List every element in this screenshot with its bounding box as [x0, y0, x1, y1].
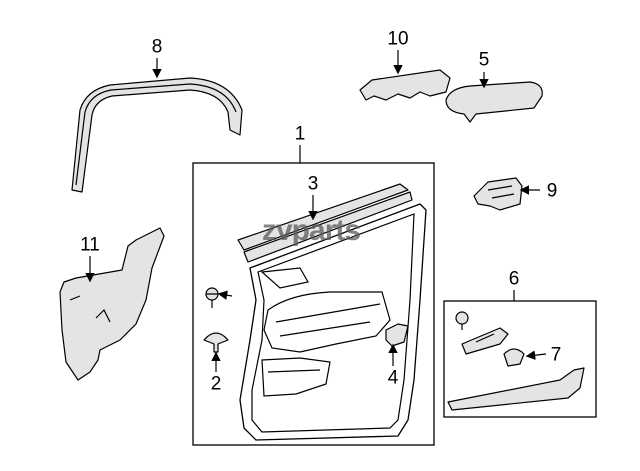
- part-8-weatherstrip: [71, 77, 243, 193]
- assembly-box-1: [192, 162, 435, 446]
- part-6-switch-panel: [447, 311, 585, 411]
- part-4-cap: [385, 323, 409, 347]
- part-9-switch: [473, 177, 523, 211]
- callout-7: 7: [550, 344, 562, 366]
- part-clip: [205, 287, 219, 308]
- part-11-water-shield: [59, 227, 165, 381]
- assembly-box-6: [443, 300, 597, 418]
- callout-10: 10: [387, 28, 409, 50]
- callout-1: 1: [294, 123, 306, 145]
- part-1-door-trim-panel: [239, 203, 427, 441]
- callout-3: 3: [307, 173, 319, 195]
- part-2-clip: [203, 332, 229, 353]
- callout-9: 9: [546, 180, 558, 202]
- callout-8: 8: [151, 36, 163, 58]
- callout-11: 11: [80, 234, 100, 256]
- callout-5: 5: [478, 49, 490, 71]
- callout-2: 2: [210, 373, 222, 395]
- part-5-armrest-cover: [445, 81, 543, 123]
- callout-6: 6: [508, 268, 520, 290]
- callout-4: 4: [387, 367, 399, 389]
- part-10-switch-bezel: [359, 69, 451, 101]
- watermark-logo: zvparts: [262, 214, 361, 247]
- part-3-belt-molding: [237, 183, 413, 263]
